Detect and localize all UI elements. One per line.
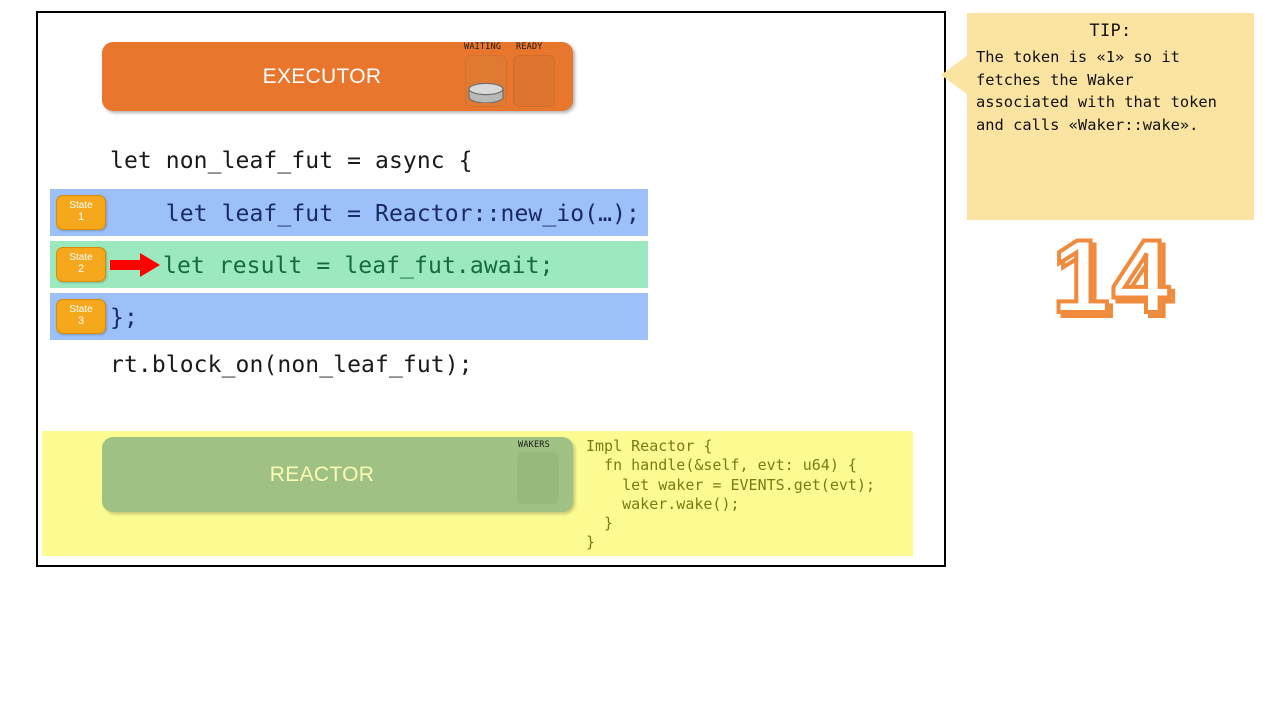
- waiting-queue-label: WAITING: [464, 42, 502, 52]
- wakers-queue-label: WAKERS: [518, 440, 550, 450]
- state-badge-3-word: State: [69, 304, 93, 316]
- code-row-state2-text: let result = leaf_fut.await;: [163, 253, 554, 279]
- code-row-state3-text: };: [110, 305, 138, 331]
- ready-queue-label: READY: [516, 42, 543, 52]
- state-badge-2-number: 2: [77, 262, 85, 275]
- cylinder-token-icon: [468, 82, 504, 104]
- slide-number: 14 14 14: [1046, 228, 1196, 333]
- tip-callout: TIP: The token is «1» so it fetches the …: [967, 13, 1254, 220]
- tip-body: The token is «1» so it fetches the Waker…: [976, 48, 1217, 134]
- current-step-arrow-icon: [110, 252, 160, 278]
- code-row-state1[interactable]: [50, 189, 648, 236]
- state-badge-1-word: State: [69, 200, 93, 212]
- reactor-box[interactable]: REACTOR: [102, 437, 573, 512]
- wakers-queue[interactable]: [517, 452, 559, 504]
- state-badge-3[interactable]: State 3: [56, 299, 106, 334]
- reactor-title: REACTOR: [269, 462, 375, 486]
- state-badge-2[interactable]: State 2: [56, 247, 106, 282]
- ready-queue[interactable]: [513, 55, 555, 107]
- code-row-state1-text: let leaf_fut = Reactor::new_io(…);: [110, 201, 640, 227]
- executor-title: EXECUTOR: [262, 64, 382, 88]
- code-footer-line: rt.block_on(non_leaf_fut);: [110, 352, 473, 378]
- svg-text:14: 14: [1056, 228, 1176, 333]
- tip-callout-pointer-icon: [941, 55, 968, 95]
- code-row-state3[interactable]: [50, 293, 648, 340]
- state-badge-2-word: State: [69, 252, 93, 264]
- svg-text:14: 14: [1052, 228, 1172, 333]
- state-badge-1[interactable]: State 1: [56, 195, 106, 230]
- state-badge-3-number: 3: [77, 314, 85, 327]
- tip-title: TIP:: [1089, 21, 1132, 41]
- reactor-code-snippet: Impl Reactor { fn handle(&self, evt: u64…: [586, 437, 875, 552]
- state-badge-1-number: 1: [77, 210, 85, 223]
- code-header-line: let non_leaf_fut = async {: [110, 148, 473, 174]
